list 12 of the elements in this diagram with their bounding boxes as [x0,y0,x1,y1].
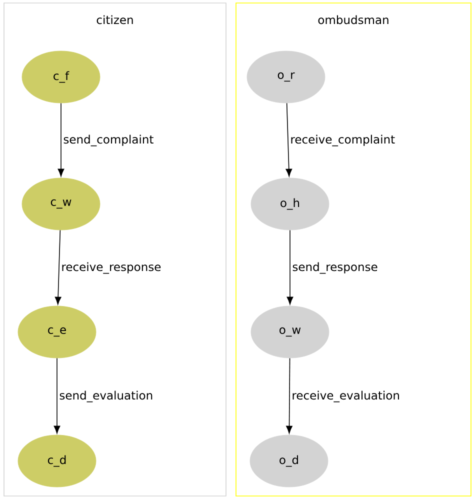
edge-label: receive_complaint [291,134,395,146]
arrow [286,230,294,305]
edge-label: receive_response [62,262,161,274]
edge-label: send_evaluation [60,390,152,402]
arrow [58,102,64,177]
arrow [286,102,292,177]
arrow [54,230,62,305]
arrow [286,358,292,434]
arrow [54,358,60,434]
edge-label: send_response [292,262,378,274]
edge-label: receive_evaluation [292,390,399,402]
edge-label: send_complaint [64,134,154,146]
